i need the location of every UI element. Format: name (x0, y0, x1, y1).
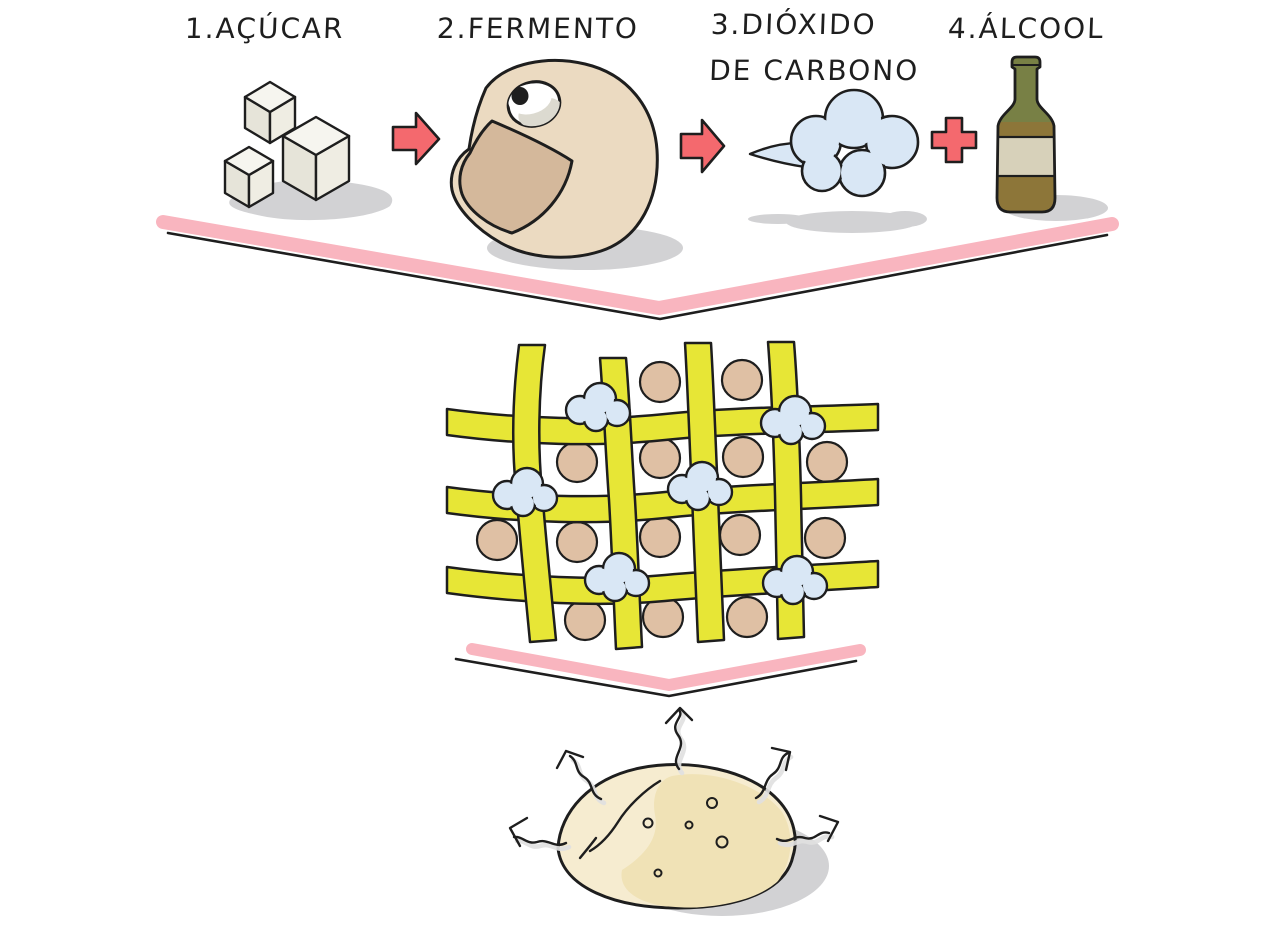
starch-granules (475, 358, 849, 642)
funnel-chevron-top (156, 215, 1119, 321)
arrow-right-icon (775, 814, 840, 848)
plus-icon (930, 116, 978, 164)
bottle-label (997, 135, 1055, 178)
right-arrow-icon (391, 111, 441, 166)
dough-crack (578, 779, 662, 860)
yeast-pupil (511, 87, 529, 105)
step-2-label: 2.FERMENTO (436, 12, 639, 45)
step-1-text: 1.AÇÚCAR (184, 12, 346, 45)
step-3-text-line1: 3.DIÓXIDO (710, 8, 878, 41)
sugar-cube (223, 145, 275, 209)
dough-shading (621, 774, 791, 908)
sugar-cube (281, 115, 351, 202)
step-1-label: 1.AÇÚCAR (184, 12, 345, 45)
arrow-up-left-icon (555, 749, 607, 806)
risen-dough (508, 706, 840, 916)
yeast-mouth (458, 119, 574, 235)
step-2-text: 2.FERMENTO (436, 12, 640, 45)
right-arrow-icon (679, 118, 726, 174)
gluten-network (445, 340, 880, 651)
wine-bottle-icon (995, 55, 1108, 221)
expansion-arrows (508, 706, 840, 852)
step-3-text-line2: DE CARBONO (708, 54, 920, 87)
arrow-left-icon (508, 816, 572, 852)
step-4-text: 4.ÁLCOOL (947, 12, 1106, 45)
arrow-up-right-icon (754, 746, 794, 805)
yeast-eye (506, 80, 564, 129)
step-4-label: 4.ÁLCOOL (947, 12, 1105, 45)
sugar-cubes-icon (223, 80, 393, 221)
arrow-up-icon (664, 706, 694, 776)
step-3-label: 3.DIÓXIDO DE CARBONO (709, 8, 922, 87)
yeast-creature-icon (449, 58, 683, 270)
dough-holes (642, 797, 729, 878)
funnel-chevron-bottom (454, 643, 866, 698)
gas-cloud-icon (748, 88, 927, 233)
